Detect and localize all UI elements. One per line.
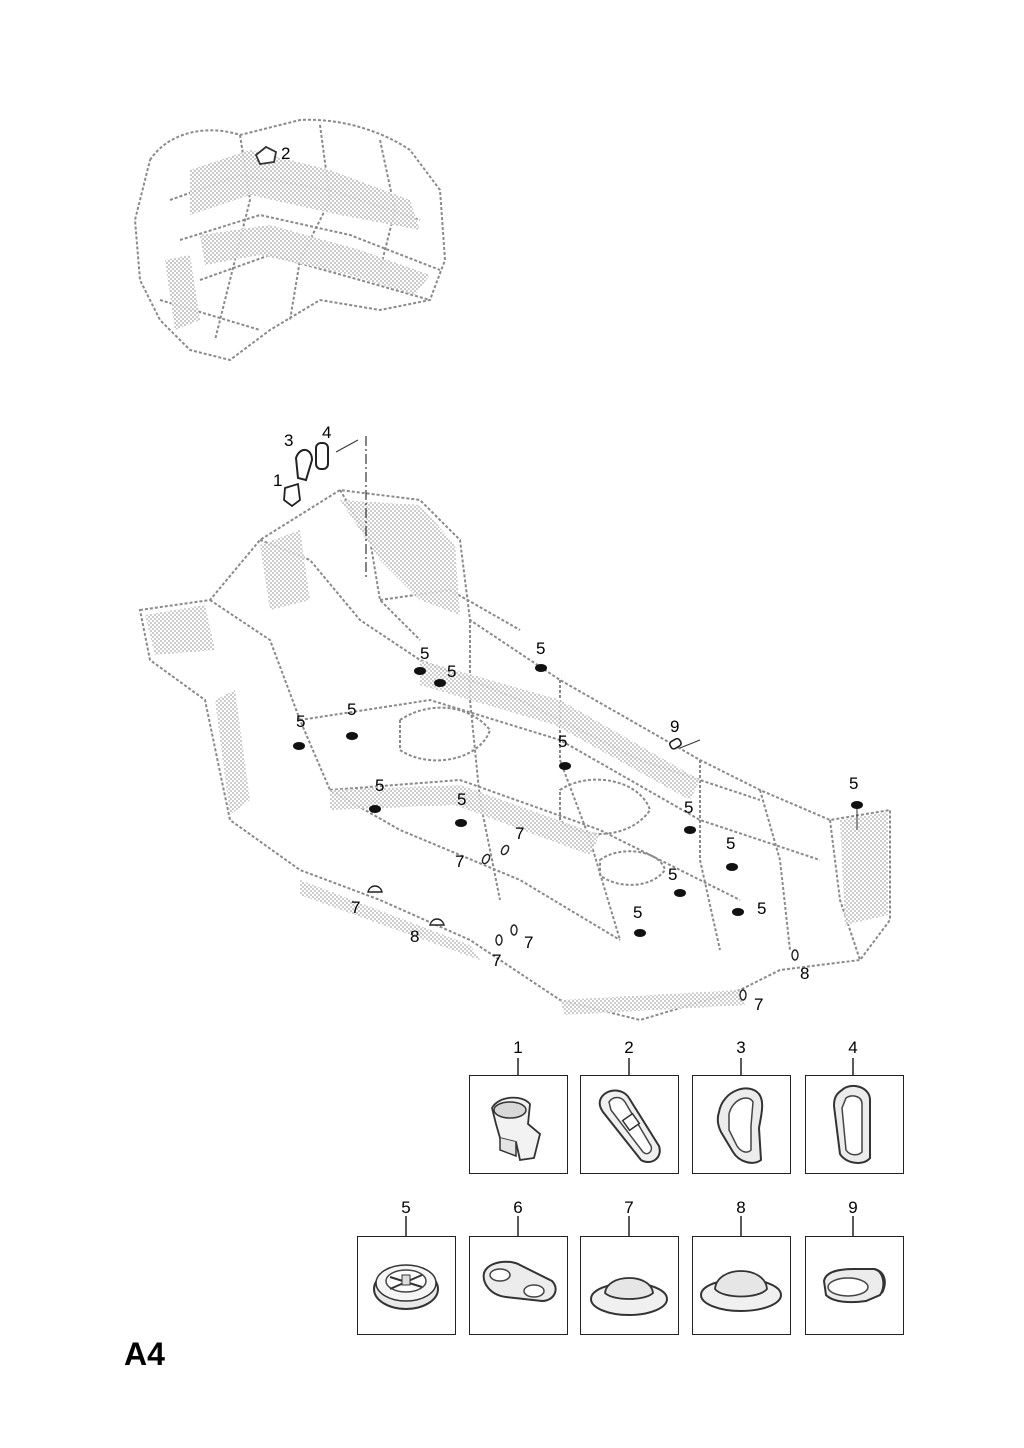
legend-box-8 [692, 1236, 791, 1335]
plug-markers [293, 664, 863, 937]
callout-5-g: 5 [375, 776, 385, 795]
tall-oval-seal-icon [832, 1084, 871, 1164]
callout-3: 3 [284, 431, 294, 450]
legend-num-1: 1 [513, 1038, 523, 1057]
callout-5-f: 5 [558, 732, 568, 751]
part-9-location-icon [668, 737, 682, 750]
callout-7-f: 7 [754, 995, 764, 1014]
callout-5-d: 5 [296, 712, 306, 731]
legend-box-1 [469, 1075, 568, 1174]
top-callout-2: 2 [281, 144, 291, 163]
callout-5-i: 5 [684, 798, 694, 817]
legend-box-9 [805, 1236, 904, 1335]
oval-seal-icon [598, 1089, 661, 1164]
legend-num-8: 8 [736, 1198, 746, 1217]
callout-7-d: 7 [524, 933, 534, 952]
callout-5-e: 5 [347, 700, 357, 719]
callout-5-c: 5 [536, 639, 546, 658]
duct-grommet-icon [491, 1096, 542, 1162]
callout-7-e: 7 [492, 951, 502, 970]
callout-7-a: 7 [515, 824, 525, 843]
part-1-location-icon [283, 482, 301, 508]
callout-1: 1 [273, 471, 283, 490]
double-plug-icon [482, 1260, 557, 1303]
callout-5-n: 5 [633, 903, 643, 922]
callout-8-a: 8 [410, 927, 420, 946]
callout-5-l: 5 [668, 865, 678, 884]
legend-num-5: 5 [401, 1198, 411, 1217]
small-plug-markers [367, 844, 799, 1001]
callout-5-a: 5 [420, 644, 430, 663]
callout-7-b: 7 [455, 852, 465, 871]
legend-box-6 [469, 1236, 568, 1335]
part-4-location-icon [315, 442, 329, 470]
callout-4: 4 [322, 423, 332, 442]
part-2-location-icon [254, 145, 278, 165]
part-3-location-icon [294, 449, 314, 482]
callout-5-b: 5 [447, 662, 457, 681]
callout-5-h: 5 [457, 790, 467, 809]
legend-box-4 [805, 1075, 904, 1174]
legend-box-5 [357, 1236, 456, 1335]
leader-line-9 [679, 739, 701, 749]
legend-num-4: 4 [848, 1038, 858, 1057]
callout-5-k: 5 [726, 834, 736, 853]
oval-grommet-icon [822, 1268, 886, 1304]
dome-plug-large-icon [700, 1270, 782, 1312]
legend-box-2 [580, 1075, 679, 1174]
callout-5-j: 5 [849, 774, 859, 793]
legend-num-9: 9 [848, 1198, 858, 1217]
legend-num-7: 7 [624, 1198, 634, 1217]
callout-8-b: 8 [800, 964, 810, 983]
legend-box-3 [692, 1075, 791, 1174]
callout-9: 9 [670, 717, 680, 736]
legend-box-7 [580, 1236, 679, 1335]
section-id: A4 [124, 1336, 165, 1372]
round-clip-plug-icon [373, 1264, 439, 1310]
legend-num-3: 3 [736, 1038, 746, 1057]
legend-num-2: 2 [624, 1038, 634, 1057]
teardrop-seal-icon [716, 1087, 764, 1164]
dome-plug-icon [590, 1277, 668, 1316]
leader-line-4 [335, 439, 359, 453]
callout-7-c: 7 [351, 898, 361, 917]
callout-5-m: 5 [757, 899, 767, 918]
legend-num-6: 6 [513, 1198, 523, 1217]
